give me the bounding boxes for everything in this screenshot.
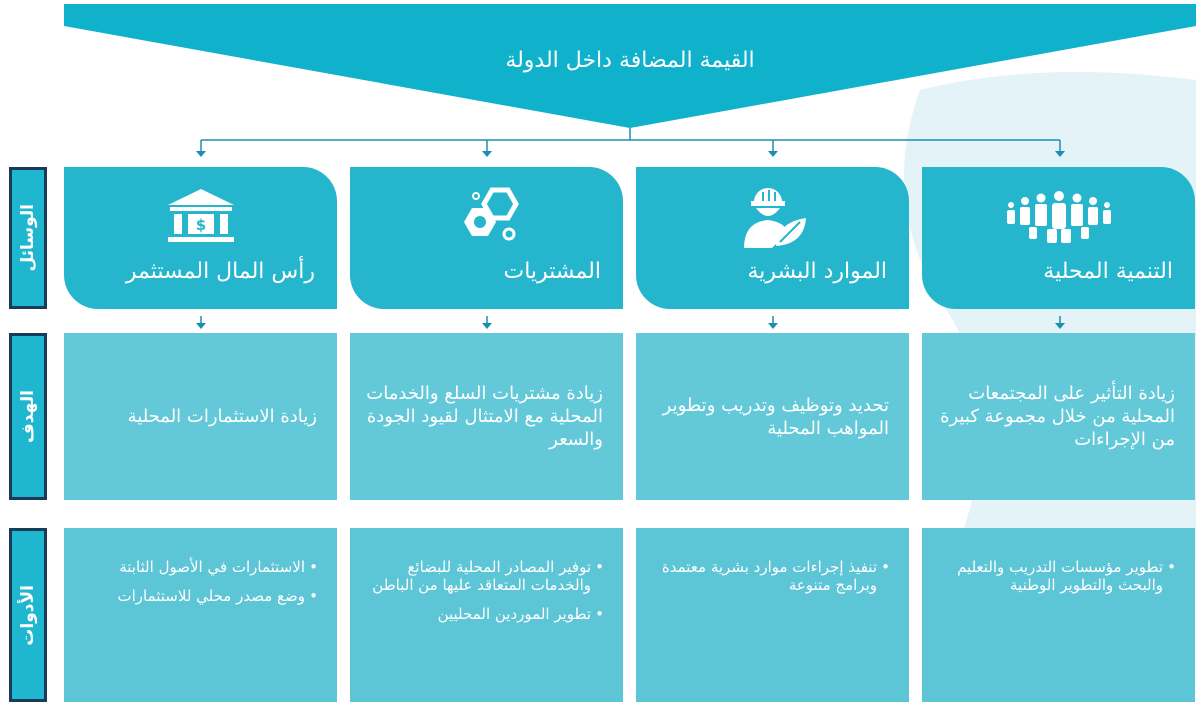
means-card-procurement: المشتريات [350, 167, 623, 309]
means-title-capital: رأس المال المستثمر [125, 259, 315, 284]
tools-list-procurement: توفير المصادر المحلية للبضائع والخدمات ا… [360, 558, 605, 623]
means-card-hr: الموارد البشرية [636, 167, 909, 309]
tools-box-hr: تنفيذ إجراءات موارد بشرية معتمدة وبرامج … [636, 528, 909, 702]
row-label-goal: الهدف [9, 333, 47, 500]
means-title-procurement: المشتريات [503, 259, 601, 284]
tool-item: وضع مصدر محلي للاستثمارات [74, 587, 318, 605]
goal-box-capital: زيادة الاستثمارات المحلية [64, 333, 337, 500]
page-title: القيمة المضافة داخل الدولة [505, 48, 755, 73]
goal-text-local-dev: زيادة التأثير على المجتمعات المحلية من خ… [940, 383, 1175, 450]
header-banner [64, 4, 1196, 128]
gear-nut-icon [350, 185, 623, 249]
row-label-means: الوسائل [9, 167, 47, 309]
svg-text:$: $ [195, 216, 205, 234]
tools-list-capital: الاستثمارات في الأصول الثابتة وضع مصدر م… [74, 558, 319, 605]
tool-item: الاستثمارات في الأصول الثابتة [74, 558, 318, 576]
row-label-tools-text: الأدوات [18, 584, 38, 646]
tools-box-procurement: توفير المصادر المحلية للبضائع والخدمات ا… [350, 528, 623, 702]
tool-item: تطوير الموردين المحليين [360, 605, 604, 623]
goal-text-procurement: زيادة مشتريات السلع والخدمات المحلية مع … [366, 383, 603, 450]
means-title-hr: الموارد البشرية [747, 259, 887, 284]
community-icon [922, 185, 1195, 249]
bank-icon: $ [64, 185, 337, 249]
goal-text-hr: تحديد وتوظيف وتدريب وتطوير المواهب المحل… [662, 394, 889, 439]
row-label-means-text: الوسائل [18, 204, 38, 272]
tool-item: توفير المصادر المحلية للبضائع والخدمات ا… [360, 558, 604, 594]
worker-leaf-icon [636, 185, 909, 249]
goal-text-capital: زيادة الاستثمارات المحلية [127, 406, 317, 427]
goal-box-local-dev: زيادة التأثير على المجتمعات المحلية من خ… [922, 333, 1195, 500]
row-label-tools: الأدوات [9, 528, 47, 702]
tool-item: تطوير مؤسسات التدريب والتعليم والبحث وال… [932, 558, 1176, 594]
tools-box-local-dev: تطوير مؤسسات التدريب والتعليم والبحث وال… [922, 528, 1195, 702]
means-title-local-dev: التنمية المحلية [1043, 259, 1173, 284]
tool-item: تنفيذ إجراءات موارد بشرية معتمدة وبرامج … [646, 558, 890, 594]
row-label-goal-text: الهدف [18, 389, 38, 443]
means-card-local-dev: التنمية المحلية [922, 167, 1195, 309]
tools-list-local-dev: تطوير مؤسسات التدريب والتعليم والبحث وال… [932, 558, 1177, 594]
goal-box-hr: تحديد وتوظيف وتدريب وتطوير المواهب المحل… [636, 333, 909, 500]
means-card-capital: $ رأس المال المستثمر [64, 167, 337, 309]
tools-list-hr: تنفيذ إجراءات موارد بشرية معتمدة وبرامج … [646, 558, 891, 594]
tools-box-capital: الاستثمارات في الأصول الثابتة وضع مصدر م… [64, 528, 337, 702]
goal-box-procurement: زيادة مشتريات السلع والخدمات المحلية مع … [350, 333, 623, 500]
